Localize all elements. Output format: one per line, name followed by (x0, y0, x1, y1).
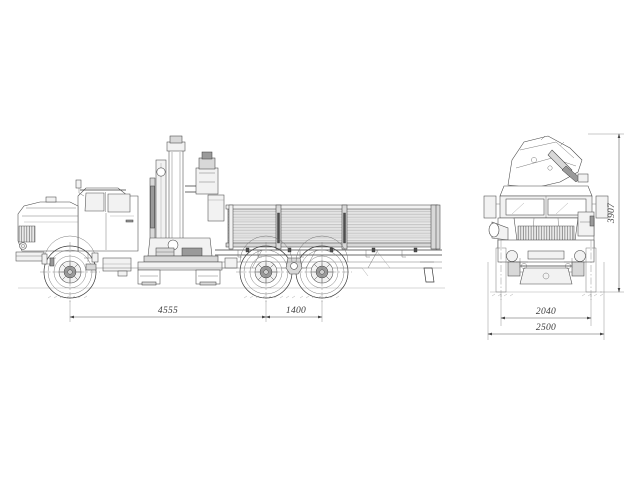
bed-top-rail (225, 204, 439, 210)
rear-tailgate-mudflap (420, 204, 441, 283)
rear-fender-1 (239, 235, 293, 263)
foglamp-right (574, 250, 586, 262)
side-mirror (75, 179, 82, 189)
hydraulic-oil-tank (207, 194, 225, 222)
air-intake (45, 196, 57, 203)
engine-hood (15, 196, 79, 262)
dim-label-track: 2040 (536, 307, 556, 317)
boom-end-block (577, 173, 589, 183)
foglamp-left (506, 250, 518, 262)
bed-bottom-rail (225, 242, 439, 248)
outrigger-beam (137, 261, 223, 271)
dim-label-bogie-spacing: 1400 (286, 306, 306, 316)
transfer-case (85, 263, 97, 271)
axle-linkage (516, 258, 576, 269)
boom-pin-lower (547, 165, 553, 171)
battery-box (224, 257, 238, 269)
headlamp (19, 242, 27, 250)
front-tread-marks (491, 293, 604, 297)
dim-label-overall-width: 2500 (536, 323, 556, 333)
truck-cab (75, 179, 139, 252)
front-view-wheels (490, 240, 604, 300)
crane-winch-drum (201, 151, 213, 160)
front-tread-marks (47, 295, 88, 299)
front-elevation-view (483, 135, 609, 300)
front-undercarriage (507, 258, 585, 285)
front-grille (18, 225, 36, 243)
front-bumper-assembly (497, 239, 595, 263)
dim-label-wheelbase: 4555 (158, 306, 178, 316)
hub-right (571, 261, 585, 277)
front-bumper (15, 251, 45, 262)
rear-bogie-suspension (282, 257, 306, 275)
mirror-right (595, 195, 609, 219)
crane-upper-housing (198, 157, 216, 170)
crane-link-arm (185, 185, 196, 193)
mirror-left (483, 195, 497, 219)
hub-left (507, 261, 521, 277)
crane-control-housing (195, 167, 219, 195)
front-suspension-linkage (41, 252, 99, 267)
front-view-dimensions: 2040 2500 3907 (487, 133, 624, 340)
bed-support-brackets (237, 247, 418, 258)
side-elevation-view (15, 135, 445, 302)
rear-fender-2 (295, 235, 349, 263)
exhaust-muffler (117, 270, 128, 277)
stabilizer-outriggers (137, 261, 223, 286)
side-view-dimensions: 4555 1400 (69, 300, 323, 322)
boom-pin-upper (531, 157, 537, 163)
dim-label-overall-height: 3907 (607, 202, 617, 224)
door-handle (125, 219, 134, 223)
cab-side-window (107, 193, 131, 213)
outrigger-pad-right (199, 281, 217, 286)
front-axle-wheel (40, 235, 100, 302)
rear-tread-marks (243, 295, 340, 299)
boom-cylinder-rod (561, 165, 581, 183)
mast-top-cap (169, 135, 183, 144)
folded-knuckle-boom-crane (143, 135, 225, 263)
snorkel-mouth (488, 222, 500, 238)
turret-block-right (181, 247, 203, 257)
boom-pivot-pin (156, 167, 166, 177)
flatbed-cargo-platform (215, 204, 442, 269)
differential-housing (519, 267, 573, 285)
crane-boom-folded (507, 135, 583, 189)
front-crane-assembly (507, 135, 589, 189)
bed-stake-posts (228, 204, 438, 250)
crane-mounting-frame (143, 255, 219, 263)
windshield-pane-right (547, 198, 587, 216)
windshield (84, 192, 105, 212)
windshield-pane-left (505, 198, 545, 216)
mast-head-block (166, 141, 186, 152)
outrigger-pad-left (141, 281, 157, 286)
cab-roof-front (499, 185, 593, 197)
license-plate (527, 250, 565, 260)
front-fender (43, 235, 97, 263)
fuel-tank (102, 257, 132, 272)
bed-side-panel (227, 207, 437, 245)
driveline-details (85, 249, 391, 277)
